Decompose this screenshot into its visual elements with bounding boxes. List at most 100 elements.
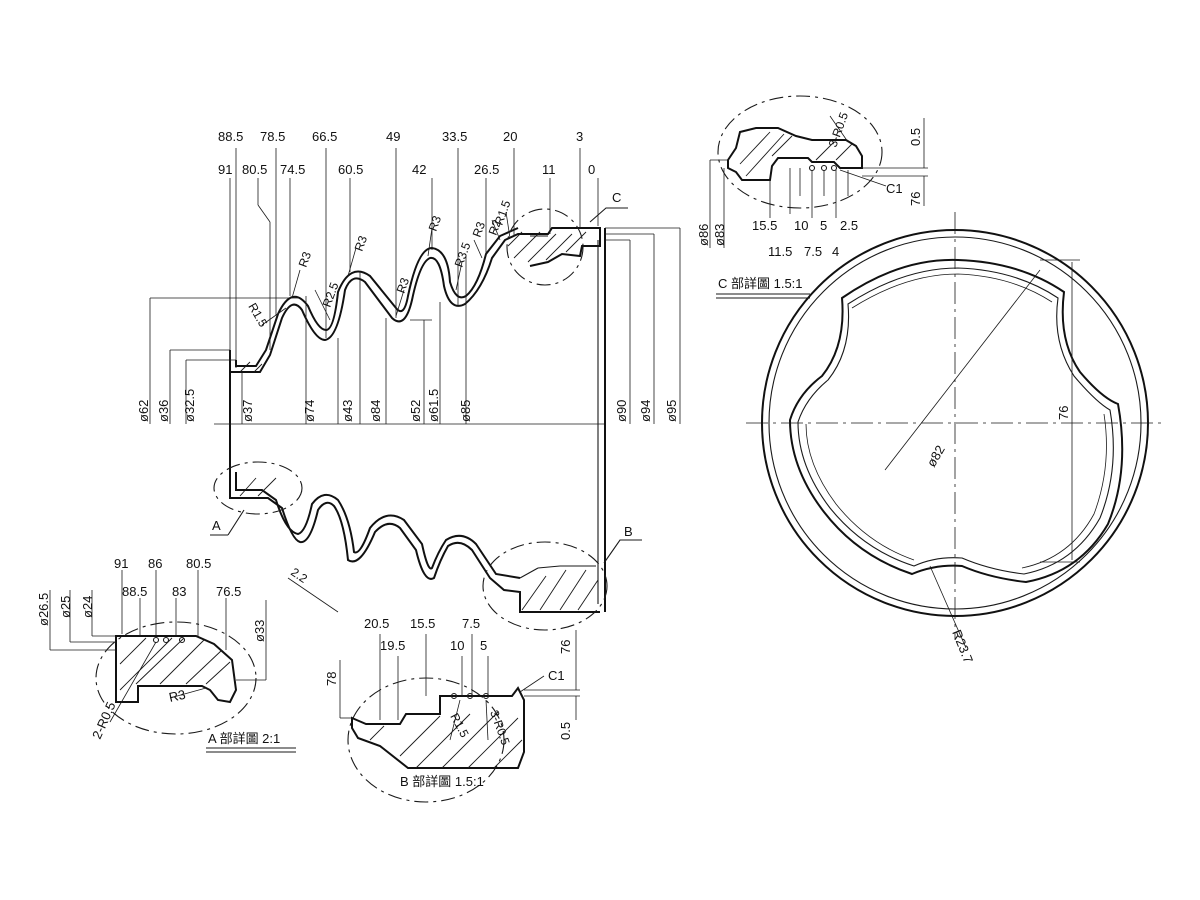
detail-a-diam-24: ø24 xyxy=(80,596,95,618)
thickness-dim: 2.2 xyxy=(288,565,310,586)
detail-a-dim-86: 86 xyxy=(148,556,162,571)
detail-c-dim-15-5: 15.5 xyxy=(752,218,777,233)
main-section-view xyxy=(149,148,681,631)
detail-a-fillets: 2-R0.5 xyxy=(89,699,119,741)
diam-32-5: ø32.5 xyxy=(182,389,197,422)
detail-c-dim-4: 4 xyxy=(832,244,839,259)
detail-c-fillets: 3-R0.5 xyxy=(826,110,852,149)
top-dim-74-5: 74.5 xyxy=(280,162,305,177)
diam-95: ø95 xyxy=(664,400,679,422)
callout-b-label: B xyxy=(624,524,633,539)
detail-b-dim-15-5: 15.5 xyxy=(410,616,435,631)
diam-85: ø85 xyxy=(458,400,473,422)
circle-diam-82: ø82 xyxy=(924,443,948,470)
detail-b-dim-10: 10 xyxy=(450,638,464,653)
detail-c-dim-5: 5 xyxy=(820,218,827,233)
detail-c-gap: 0.5 xyxy=(908,128,923,146)
top-dim-78-5: 78.5 xyxy=(260,129,285,144)
diam-37: ø37 xyxy=(240,400,255,422)
hatch-bottom-flange xyxy=(239,477,599,611)
detail-b-circle xyxy=(482,541,608,631)
detail-b-labels: 20.5 15.5 7.5 19.5 10 5 78 76 0.5 C1 R1.… xyxy=(324,616,573,789)
radius-r2-top: R2 xyxy=(486,218,505,238)
top-dim-88-5: 88.5 xyxy=(218,129,243,144)
main-view-labels: 88.5 78.5 66.5 49 33.5 20 3 91 80.5 74.5… xyxy=(136,129,679,586)
top-dim-80-5: 80.5 xyxy=(242,162,267,177)
detail-a-diam-26-5: ø26.5 xyxy=(36,593,51,626)
callout-c-label: C xyxy=(612,190,621,205)
top-dim-26-5: 26.5 xyxy=(474,162,499,177)
top-extension-lines xyxy=(229,148,599,368)
detail-c-dim-11-5: 11.5 xyxy=(768,244,792,259)
detail-a-dim-80-5: 80.5 xyxy=(186,556,211,571)
circle-end-view xyxy=(746,212,1166,649)
detail-c-dim-2-5: 2.5 xyxy=(840,218,858,233)
diam-94: ø94 xyxy=(638,400,653,422)
detail-b-dim-5: 5 xyxy=(480,638,487,653)
circle-flat-76: 76 xyxy=(1056,406,1071,420)
detail-b-view xyxy=(339,630,580,803)
detail-a-dim-76-5: 76.5 xyxy=(216,584,241,599)
detail-b-gap: 0.5 xyxy=(558,722,573,740)
detail-a-diam-33: ø33 xyxy=(252,620,267,642)
diam-61-5: ø61.5 xyxy=(426,389,441,422)
circle-radius-23-7: R23.7 xyxy=(949,628,976,666)
detail-c-labels: 3-R0.5 0.5 ø86 ø83 C1 76 15.5 10 5 2.5 1… xyxy=(696,110,923,291)
top-dim-11: 11 xyxy=(542,162,556,177)
detail-c-dim-76: 76 xyxy=(908,192,923,206)
detail-b-chamfer: C1 xyxy=(548,668,565,683)
detail-b-fillets: 3-R0.5 xyxy=(487,708,513,747)
diam-43: ø43 xyxy=(340,400,355,422)
hatch-top-flange xyxy=(239,231,587,373)
detail-c-diam-86: ø86 xyxy=(696,224,711,246)
top-dim-3: 3 xyxy=(576,129,583,144)
detail-c-chamfer: C1 xyxy=(886,181,903,196)
diam-90: ø90 xyxy=(614,400,629,422)
radius-r3-low: R3 xyxy=(394,276,413,296)
radius-r3-top: R3 xyxy=(470,220,489,240)
callout-a-label: A xyxy=(212,518,221,533)
detail-c-circle xyxy=(506,208,584,286)
top-dim-91: 91 xyxy=(218,162,232,177)
top-dim-0: 0 xyxy=(588,162,595,177)
radius-r3-5: R3.5 xyxy=(452,240,474,269)
diam-62: ø62 xyxy=(136,400,151,422)
detail-b-dim-76: 76 xyxy=(558,640,573,654)
detail-c-title: C 部詳圖 1.5:1 xyxy=(718,276,803,291)
detail-c-dim-7-5: 7.5 xyxy=(804,244,822,259)
detail-b-dim-7-5: 7.5 xyxy=(462,616,480,631)
detail-a-dim-83: 83 xyxy=(172,584,186,599)
detail-a-circle xyxy=(213,461,303,515)
detail-a-view xyxy=(49,570,296,753)
left-diameter-lines xyxy=(149,256,467,424)
radius-r3-left: R3 xyxy=(352,234,371,254)
diam-52: ø52 xyxy=(408,400,423,422)
radius-r3-mid: R3 xyxy=(426,214,445,234)
detail-a-diam-25: ø25 xyxy=(58,596,73,618)
radius-leaders xyxy=(261,211,511,326)
detail-a-radius: R3 xyxy=(168,687,187,705)
detail-c-diam-83: ø83 xyxy=(712,224,727,246)
top-dim-33-5: 33.5 xyxy=(442,129,467,144)
diam-74: ø74 xyxy=(302,400,317,422)
detail-b-title: B 部詳圖 1.5:1 xyxy=(400,774,484,789)
detail-a-dim-91: 91 xyxy=(114,556,128,571)
circle-end-labels: ø82 76 R23.7 xyxy=(924,406,1071,666)
radius-r3-first: R3 xyxy=(296,250,315,270)
right-diameter-lines xyxy=(605,227,681,424)
detail-c-view xyxy=(709,95,928,299)
detail-c-dim-10: 10 xyxy=(794,218,808,233)
detail-b-dim-78: 78 xyxy=(324,672,339,686)
top-dim-42: 42 xyxy=(412,162,426,177)
diam-84: ø84 xyxy=(368,400,383,422)
detail-b-dim-20-5: 20.5 xyxy=(364,616,389,631)
detail-a-dim-88-5: 88.5 xyxy=(122,584,147,599)
top-dim-49: 49 xyxy=(386,129,400,144)
detail-b-dim-19-5: 19.5 xyxy=(380,638,405,653)
top-dim-20: 20 xyxy=(503,129,517,144)
top-dim-66-5: 66.5 xyxy=(312,129,337,144)
radius-r1-5-left: R1.5 xyxy=(245,301,270,330)
top-dim-60-5: 60.5 xyxy=(338,162,363,177)
detail-a-title: A 部詳圖 2:1 xyxy=(208,731,280,746)
